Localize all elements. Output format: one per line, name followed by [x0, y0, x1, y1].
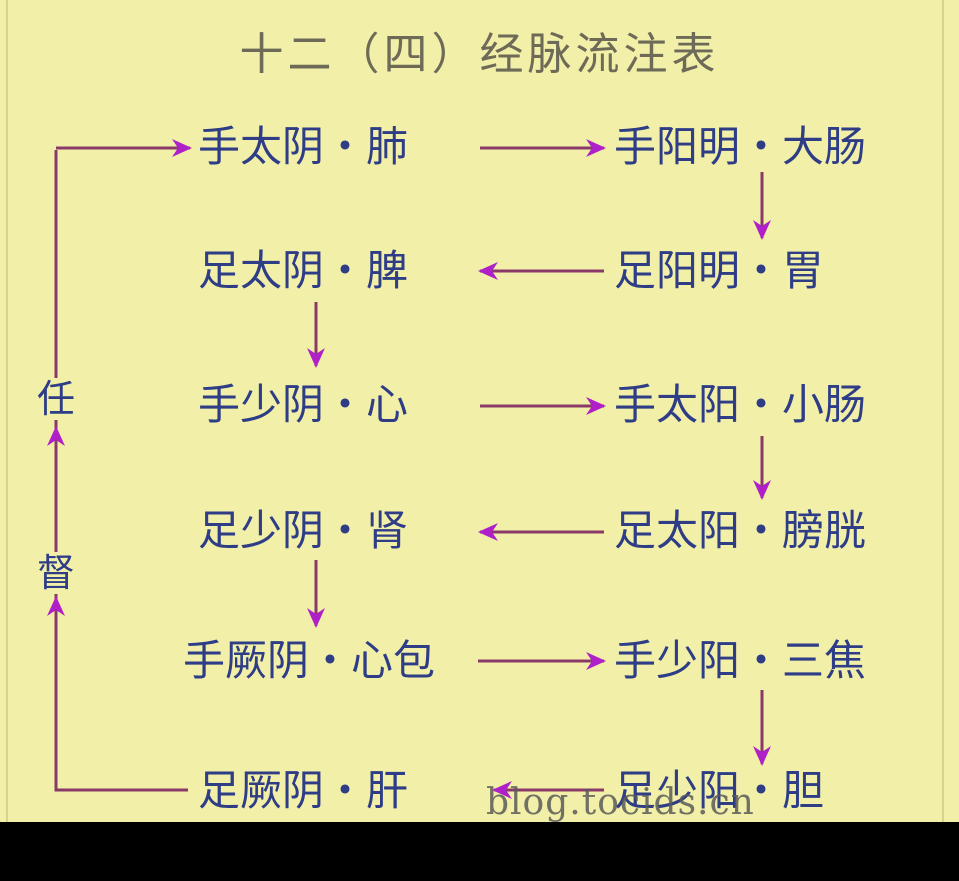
- page-title: 十二（四）经脉流注表: [239, 29, 720, 80]
- ren-label: 任: [37, 377, 76, 421]
- node-small-intestine: 手太阳・小肠: [614, 380, 867, 429]
- node-pericardium: 手厥阴・心包: [183, 636, 436, 685]
- node-kidney: 足少阴・肾: [198, 506, 409, 555]
- diagram-frame: [6, 0, 944, 822]
- outer-loop-line: [54, 150, 188, 792]
- node-sanjiao: 手少阳・三焦: [614, 636, 867, 685]
- node-heart: 手少阴・心: [198, 380, 409, 429]
- node-lung: 手太阴・肺: [198, 122, 409, 171]
- watermark: blog.tocids.cn: [486, 782, 755, 823]
- node-bladder: 足太阳・膀胱: [614, 506, 867, 555]
- node-gallbladder: 足少阳・胆: [614, 766, 825, 815]
- node-spleen: 足太阴・脾: [198, 246, 409, 295]
- du-label: 督: [37, 551, 76, 595]
- diagram-background: [0, 0, 959, 822]
- node-stomach: 足阳明・胃: [614, 246, 825, 295]
- node-large-intestine: 手阳明・大肠: [614, 122, 867, 171]
- node-liver: 足厥阴・肝: [198, 766, 409, 815]
